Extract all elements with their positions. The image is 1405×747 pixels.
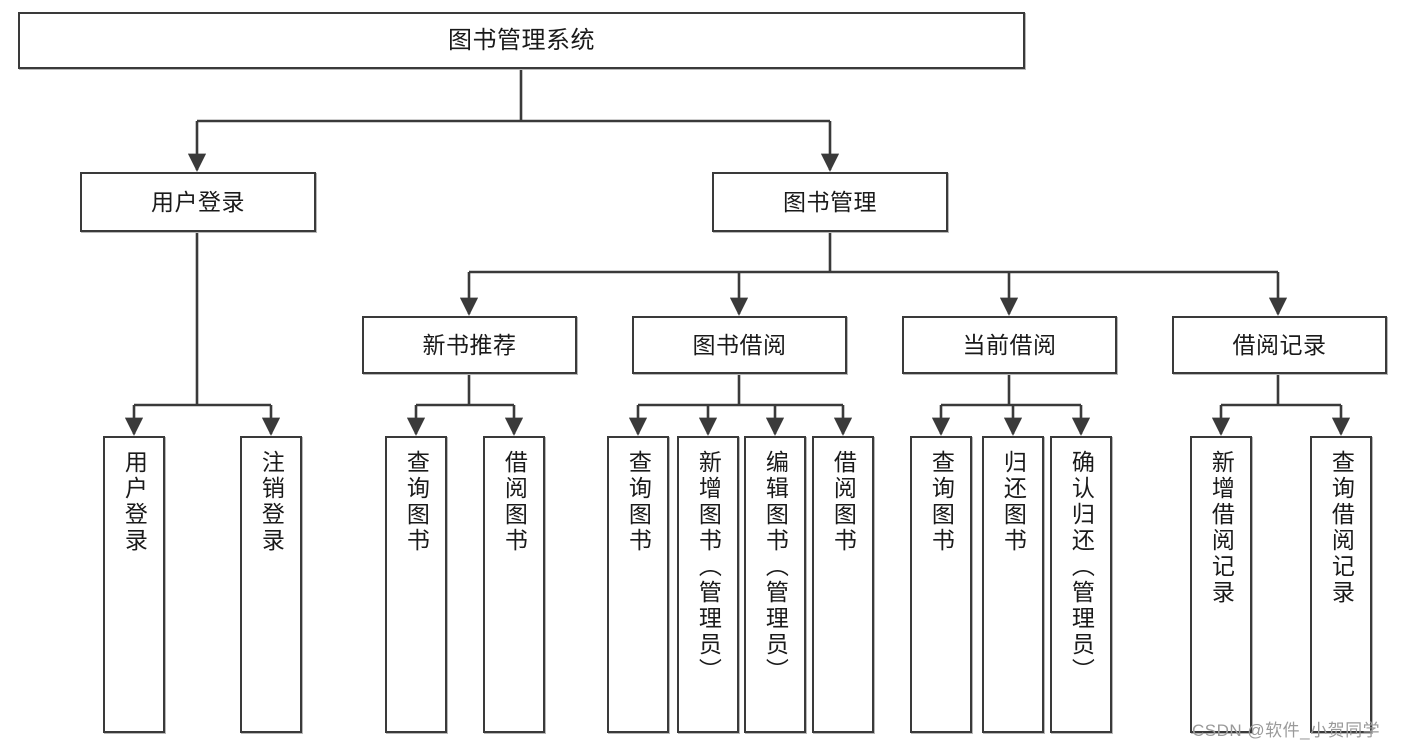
node-leaf-query-book-2[interactable]: 查询图书 bbox=[607, 436, 669, 733]
node-leaf-confirm-return-admin-label: 确认归还（管理员） bbox=[1068, 450, 1095, 684]
csdn-watermark: CSDN @软件_小贺同学 bbox=[1192, 721, 1381, 740]
node-leaf-borrow-book-2[interactable]: 借阅图书 bbox=[812, 436, 874, 733]
node-leaf-borrow-book-2-label: 借阅图书 bbox=[830, 450, 857, 554]
node-leaf-add-book-admin-label: 新增图书（管理员） bbox=[695, 450, 722, 684]
node-leaf-user-login-label: 用户登录 bbox=[121, 450, 148, 554]
node-leaf-return-book-label: 归还图书 bbox=[1000, 450, 1027, 554]
node-leaf-logout-login-label: 注销登录 bbox=[258, 450, 285, 554]
node-leaf-logout-login[interactable]: 注销登录 bbox=[240, 436, 302, 733]
node-root[interactable]: 图书管理系统 bbox=[18, 12, 1025, 69]
node-book-manage-label: 图书管理 bbox=[783, 188, 877, 215]
node-leaf-add-book-admin[interactable]: 新增图书（管理员） bbox=[677, 436, 739, 733]
node-book-borrow-label: 图书借阅 bbox=[692, 331, 787, 358]
node-leaf-user-login[interactable]: 用户登录 bbox=[103, 436, 165, 733]
node-book-manage[interactable]: 图书管理 bbox=[712, 172, 948, 232]
node-root-label: 图书管理系统 bbox=[448, 26, 595, 54]
node-leaf-query-borrow-record[interactable]: 查询借阅记录 bbox=[1310, 436, 1372, 733]
node-borrow-record-label: 借阅记录 bbox=[1232, 331, 1327, 358]
node-book-borrow[interactable]: 图书借阅 bbox=[632, 316, 847, 374]
node-current-borrow-label: 当前借阅 bbox=[962, 331, 1057, 358]
node-leaf-query-borrow-record-label: 查询借阅记录 bbox=[1328, 450, 1355, 606]
node-user-login-label: 用户登录 bbox=[151, 188, 245, 215]
node-leaf-query-book-2-label: 查询图书 bbox=[625, 450, 652, 554]
node-user-login[interactable]: 用户登录 bbox=[80, 172, 316, 232]
node-leaf-edit-book-admin-label: 编辑图书（管理员） bbox=[762, 450, 789, 684]
node-leaf-query-book-1-label: 查询图书 bbox=[403, 450, 430, 554]
node-current-borrow[interactable]: 当前借阅 bbox=[902, 316, 1117, 374]
node-leaf-query-book-3[interactable]: 查询图书 bbox=[910, 436, 972, 733]
node-leaf-confirm-return-admin[interactable]: 确认归还（管理员） bbox=[1050, 436, 1112, 733]
node-borrow-record[interactable]: 借阅记录 bbox=[1172, 316, 1387, 374]
node-leaf-borrow-book-1-label: 借阅图书 bbox=[501, 450, 528, 554]
node-leaf-query-book-3-label: 查询图书 bbox=[928, 450, 955, 554]
node-leaf-add-borrow-record-label: 新增借阅记录 bbox=[1208, 450, 1235, 606]
node-leaf-query-book-1[interactable]: 查询图书 bbox=[385, 436, 447, 733]
node-leaf-borrow-book-1[interactable]: 借阅图书 bbox=[483, 436, 545, 733]
node-new-book-recommend-label: 新书推荐 bbox=[422, 331, 517, 358]
node-new-book-recommend[interactable]: 新书推荐 bbox=[362, 316, 577, 374]
node-leaf-return-book[interactable]: 归还图书 bbox=[982, 436, 1044, 733]
node-leaf-edit-book-admin[interactable]: 编辑图书（管理员） bbox=[744, 436, 806, 733]
node-leaf-add-borrow-record[interactable]: 新增借阅记录 bbox=[1190, 436, 1252, 733]
